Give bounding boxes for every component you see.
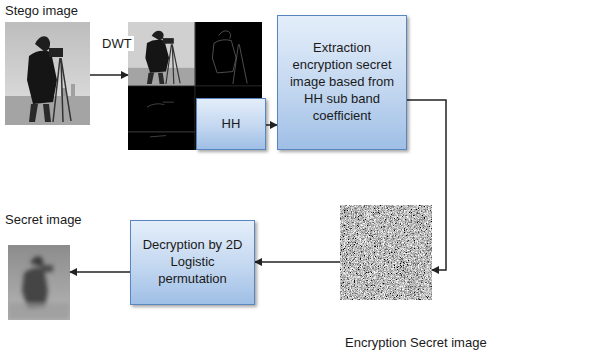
stego-image: Stego image <box>5 22 90 125</box>
stego-photo <box>5 22 90 125</box>
arrow-connector <box>407 100 446 270</box>
secret-image: Secret image <box>8 245 70 320</box>
process-box: Decryption by 2D Logistic permutation <box>130 220 255 305</box>
box-text: HH <box>222 116 241 133</box>
arrow-connector <box>70 271 130 273</box>
arrow-connector <box>255 261 340 263</box>
image-caption: Encryption Secret image <box>345 335 487 350</box>
process-box: Extraction encryption secret image based… <box>277 15 407 150</box>
subband-box: HH <box>196 98 266 150</box>
edge-label: DWT <box>100 36 134 51</box>
encrypted-image: Encryption Secret image <box>340 205 432 300</box>
box-text: Decryption by 2D Logistic permutation <box>139 237 246 288</box>
arrow-connector <box>266 124 277 126</box>
secret-photo <box>8 245 70 320</box>
image-caption: Secret image <box>5 212 82 227</box>
encrypted-noise <box>340 205 432 300</box>
arrow-connector <box>90 74 128 76</box>
box-text: Extraction encryption secret image based… <box>286 40 398 124</box>
image-caption: Stego image <box>5 3 78 18</box>
dwt-image: HH <box>128 22 262 150</box>
